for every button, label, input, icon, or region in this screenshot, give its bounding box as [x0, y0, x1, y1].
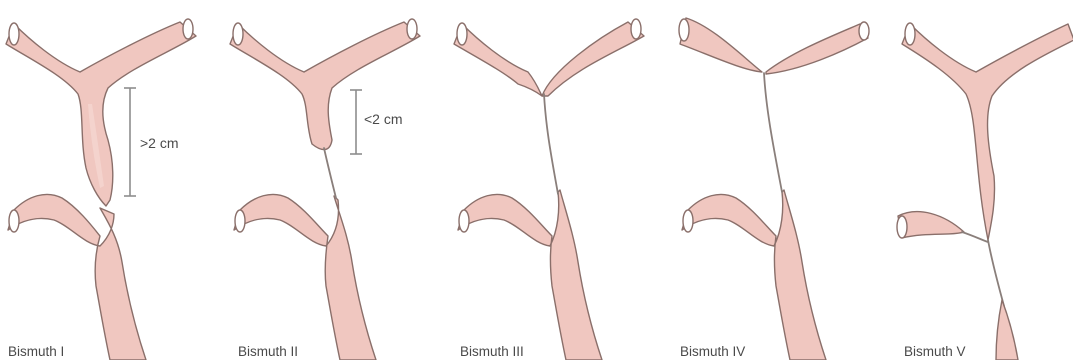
panel-label: Bismuth V	[904, 344, 966, 359]
left-hepatic-duct	[542, 22, 644, 96]
duct-lumen	[905, 23, 915, 45]
duct-lumen	[459, 210, 469, 232]
stricture	[988, 240, 1004, 306]
common-bile-duct	[458, 190, 602, 360]
panel-label: Bismuth IV	[680, 344, 745, 359]
duct-lumen	[183, 19, 193, 39]
duct-lumen	[683, 210, 693, 232]
left-hepatic-duct	[766, 24, 868, 74]
stricture	[324, 148, 336, 198]
duct-lumen	[897, 216, 907, 238]
duct-lumen	[457, 23, 467, 45]
measure-label: <2 cm	[364, 111, 403, 127]
common-bile-duct	[234, 194, 376, 360]
duct-lumen	[407, 19, 417, 39]
duct-lumen	[631, 19, 641, 39]
panel-bismuth-4: Bismuth IV	[679, 18, 869, 360]
right-hepatic-duct	[680, 18, 762, 72]
panel-label: Bismuth I	[8, 344, 64, 359]
measure-label: >2 cm	[140, 135, 179, 151]
duct-lumen	[233, 23, 243, 45]
duct-lumen	[9, 210, 19, 232]
common-bile-duct	[996, 300, 1018, 360]
hepatic-confluence	[902, 24, 1073, 240]
right-hepatic-duct	[898, 212, 964, 238]
panel-bismuth-5: Bismuth V	[897, 23, 1073, 360]
panel-bismuth-2: <2 cm Bismuth II	[230, 19, 420, 360]
panel-label: Bismuth III	[460, 344, 524, 359]
hepatic-confluence	[230, 22, 420, 150]
duct-lumen	[9, 23, 19, 45]
panel-label: Bismuth II	[238, 344, 298, 359]
duct-lumen	[679, 19, 689, 41]
stricture	[962, 232, 988, 242]
panel-bismuth-1: >2 cm Bismuth I	[6, 19, 196, 360]
common-bile-duct	[8, 194, 146, 360]
common-bile-duct	[682, 190, 826, 360]
duct-lumen	[859, 22, 869, 40]
panel-bismuth-3: Bismuth III	[454, 19, 644, 360]
stricture	[544, 94, 558, 194]
stricture	[764, 73, 782, 192]
duct-lumen	[235, 210, 245, 232]
